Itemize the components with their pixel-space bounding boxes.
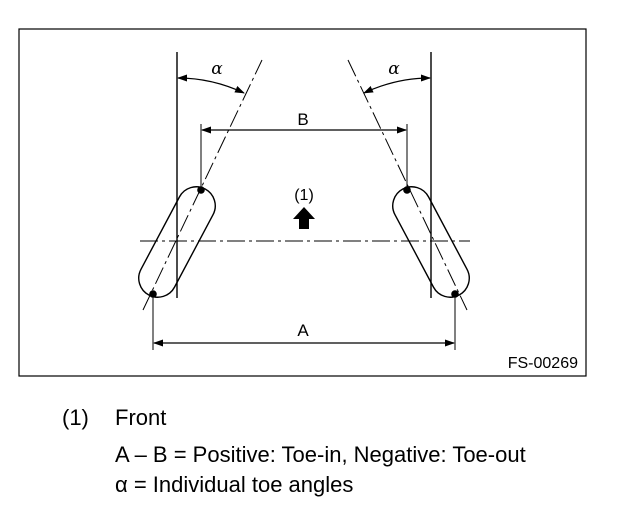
left-wheel-direction-line xyxy=(142,59,263,311)
figure-id: FS-00269 xyxy=(508,355,578,372)
toe-diagram: B A α α (1) FS-00269 xyxy=(18,28,587,377)
legend-item-number: (1) xyxy=(62,405,89,430)
legend-item-text: Front xyxy=(115,405,167,430)
right-alpha-label: α xyxy=(388,59,400,79)
a-label: A xyxy=(297,321,309,340)
b-point-left xyxy=(197,186,205,194)
b-label: B xyxy=(297,110,308,129)
right-wheel xyxy=(392,186,470,298)
left-alpha-arc xyxy=(177,74,245,94)
right-alpha-arc xyxy=(363,74,431,94)
diagram-frame xyxy=(18,28,587,377)
front-arrow-icon xyxy=(293,207,315,229)
a-point-left xyxy=(149,290,157,298)
a-point-right xyxy=(451,290,459,298)
front-marker-label: (1) xyxy=(294,187,314,204)
left-wheel xyxy=(138,186,216,298)
legend-toe-definition: A – B = Positive: Toe-in, Negative: Toe-… xyxy=(115,442,526,467)
left-alpha-label: α xyxy=(211,59,223,79)
b-point-right xyxy=(403,186,411,194)
legend-alpha-definition: α = Individual toe angles xyxy=(115,472,354,497)
